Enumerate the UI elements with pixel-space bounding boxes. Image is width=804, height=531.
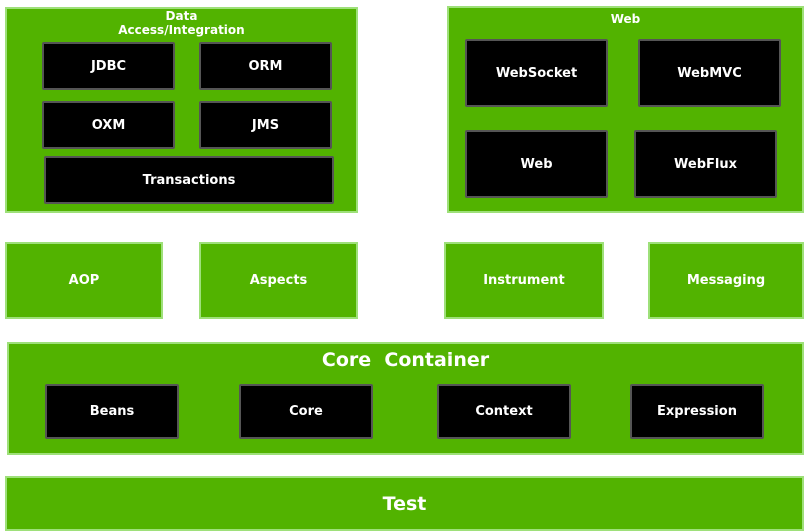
test-panel: Test — [5, 476, 804, 531]
module-webflux: WebFlux — [634, 130, 777, 198]
module-core: Core — [239, 384, 373, 439]
module-jms: JMS — [199, 101, 332, 149]
module-websocket: WebSocket — [465, 39, 608, 107]
aspects-panel: Aspects — [199, 242, 358, 319]
aop-panel: AOP — [5, 242, 163, 319]
module-orm: ORM — [199, 42, 332, 90]
messaging-label: Messaging — [686, 273, 766, 288]
data-access-title-line1: Data — [165, 9, 198, 23]
aop-label: AOP — [68, 273, 100, 288]
instrument-label: Instrument — [483, 273, 565, 288]
module-web: Web — [465, 130, 608, 198]
module-oxm: OXM — [42, 101, 175, 149]
module-jdbc: JDBC — [42, 42, 175, 90]
web-title: Web — [610, 12, 641, 26]
web-panel: Web WebSocket WebMVC Web WebFlux — [447, 6, 804, 213]
data-access-integration-panel: Data Access/Integration JDBC ORM OXM JMS… — [5, 7, 358, 213]
core-container-panel: Core Container Beans Core Context Expres… — [7, 342, 804, 455]
module-context: Context — [437, 384, 571, 439]
module-beans: Beans — [45, 384, 179, 439]
module-expression: Expression — [630, 384, 764, 439]
instrument-panel: Instrument — [444, 242, 604, 319]
test-title: Test — [382, 492, 427, 515]
messaging-panel: Messaging — [648, 242, 804, 319]
aspects-label: Aspects — [249, 273, 308, 288]
core-container-title: Core Container — [321, 349, 490, 371]
module-webmvc: WebMVC — [638, 39, 781, 107]
module-transactions: Transactions — [44, 156, 334, 204]
data-access-title-line2: Access/Integration — [118, 23, 245, 37]
